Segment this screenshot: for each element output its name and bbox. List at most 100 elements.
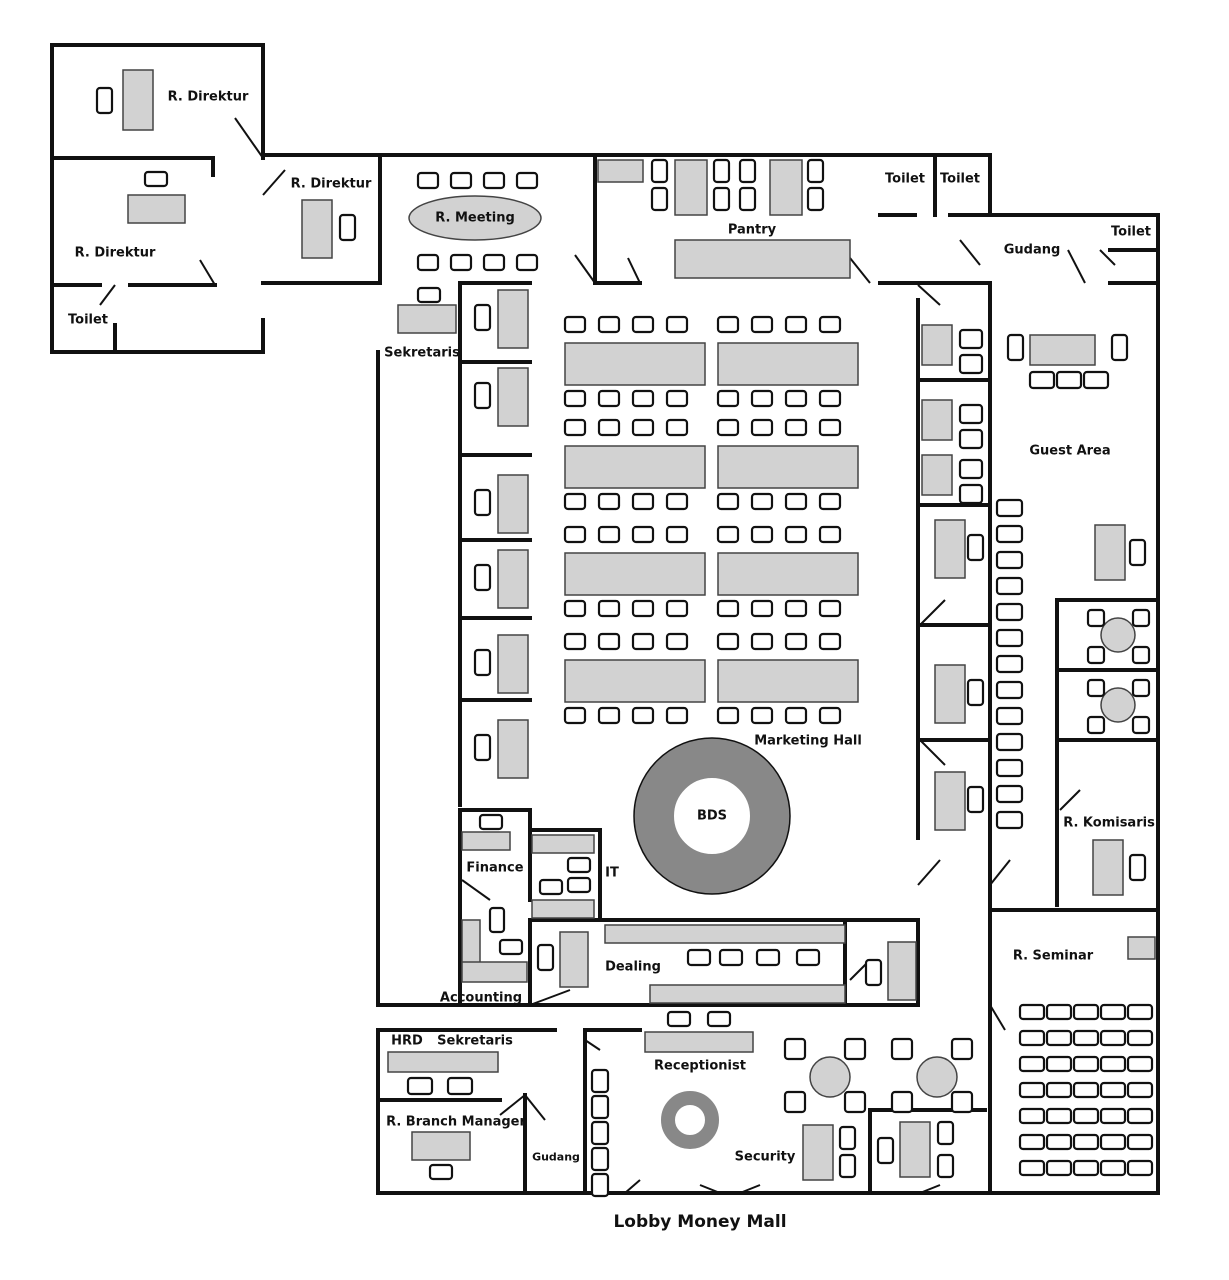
- chair: [478, 813, 504, 831]
- desk: [604, 924, 846, 944]
- chair: [473, 488, 492, 517]
- chair: [1099, 1029, 1127, 1047]
- chair: [1086, 645, 1106, 665]
- chair: [716, 492, 740, 511]
- chair: [838, 1153, 857, 1179]
- chair: [665, 706, 689, 725]
- label-r-direktur-3: R. Direktur: [74, 245, 156, 261]
- door: [524, 1094, 546, 1121]
- chair: [716, 389, 740, 408]
- chair: [936, 1153, 955, 1179]
- chair: [750, 389, 774, 408]
- door: [529, 989, 571, 1006]
- desk: [497, 289, 529, 349]
- chair: [1045, 1003, 1073, 1021]
- door: [627, 257, 641, 284]
- lounge-table: [916, 1056, 958, 1098]
- chair: [665, 632, 689, 651]
- door: [989, 859, 1011, 886]
- door: [584, 1039, 601, 1051]
- label-r-direktur-1: R. Direktur: [167, 89, 249, 105]
- chair: [473, 733, 492, 762]
- chair: [890, 1090, 914, 1114]
- chair: [958, 403, 984, 425]
- chair: [1126, 1003, 1154, 1021]
- chair: [1028, 370, 1056, 390]
- chair: [716, 706, 740, 725]
- chair: [590, 1146, 610, 1172]
- chair: [716, 315, 740, 334]
- chair: [665, 418, 689, 437]
- chair: [1045, 1107, 1073, 1125]
- chair: [1018, 1055, 1046, 1073]
- desk: [387, 1051, 499, 1073]
- door: [574, 254, 596, 284]
- chair: [1126, 1029, 1154, 1047]
- chair: [1126, 1133, 1154, 1151]
- desk: [597, 159, 644, 183]
- chair: [563, 492, 587, 511]
- desk: [559, 931, 589, 988]
- chair: [1099, 1055, 1127, 1073]
- chair: [416, 286, 442, 304]
- desk: [921, 324, 953, 366]
- chair: [784, 389, 808, 408]
- chair: [1072, 1055, 1100, 1073]
- chair: [784, 315, 808, 334]
- chair: [750, 599, 774, 618]
- desk: [122, 69, 154, 131]
- chair: [563, 389, 587, 408]
- chair: [143, 170, 169, 188]
- chair: [995, 810, 1024, 830]
- chair: [650, 158, 669, 184]
- chair: [563, 632, 587, 651]
- chair: [1099, 1003, 1127, 1021]
- chair: [706, 1010, 732, 1028]
- chair: [590, 1068, 610, 1094]
- chair: [1131, 678, 1151, 698]
- chair: [1099, 1081, 1127, 1099]
- chair: [1072, 1081, 1100, 1099]
- desk: [717, 445, 859, 489]
- chair: [843, 1037, 867, 1061]
- chair: [738, 158, 757, 184]
- desk: [497, 367, 529, 427]
- label-sekretaris-bottom: Sekretaris: [437, 1033, 513, 1049]
- chair: [995, 550, 1024, 570]
- chair: [590, 1172, 610, 1198]
- chair: [750, 418, 774, 437]
- chair: [958, 428, 984, 450]
- chair: [563, 706, 587, 725]
- chair: [958, 458, 984, 480]
- chair: [1131, 608, 1151, 628]
- chair: [818, 706, 842, 725]
- label-r-direktur-2: R. Direktur: [290, 176, 372, 192]
- door: [262, 169, 286, 196]
- chair: [738, 186, 757, 212]
- chair: [716, 632, 740, 651]
- wall: [376, 918, 920, 1007]
- chair: [1126, 1159, 1154, 1177]
- chair: [1126, 1081, 1154, 1099]
- chair: [784, 525, 808, 544]
- desk: [497, 549, 529, 609]
- chair: [1045, 1055, 1073, 1073]
- chair: [784, 418, 808, 437]
- chair: [995, 732, 1024, 752]
- chair: [597, 706, 621, 725]
- desk: [717, 659, 859, 703]
- chair: [597, 492, 621, 511]
- door: [234, 117, 264, 159]
- label-r-branch-manager: R. Branch Manager: [386, 1114, 526, 1130]
- chair: [716, 418, 740, 437]
- desk: [564, 445, 706, 489]
- chair: [631, 492, 655, 511]
- chair: [818, 389, 842, 408]
- desk: [644, 1031, 754, 1053]
- chair: [818, 315, 842, 334]
- label-pantry: Pantry: [727, 222, 777, 238]
- chair: [1128, 538, 1147, 567]
- chair: [563, 525, 587, 544]
- desk: [531, 834, 595, 854]
